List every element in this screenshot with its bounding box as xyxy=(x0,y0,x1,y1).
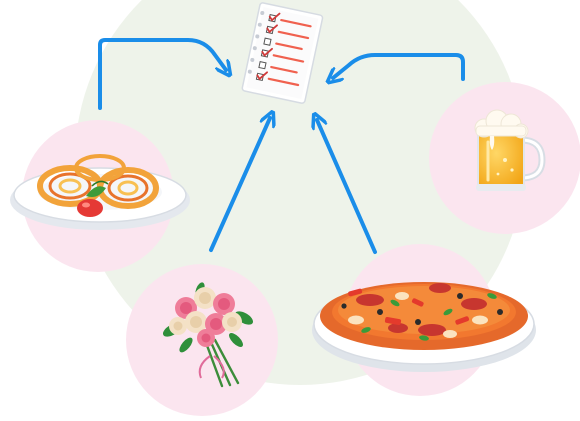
checklist-icon xyxy=(241,2,324,104)
beer-mug-icon xyxy=(474,109,546,191)
spaghetti-plate-icon xyxy=(10,154,190,230)
pizza-icon xyxy=(312,282,536,372)
arrow-spaghetti-to-checklist xyxy=(98,38,226,110)
flower-bouquet-icon xyxy=(162,282,254,388)
arrow-pizza-to-checklist xyxy=(317,120,377,254)
arrow-beer-to-checklist xyxy=(333,53,465,79)
arrow-flowers-to-checklist xyxy=(209,118,270,252)
